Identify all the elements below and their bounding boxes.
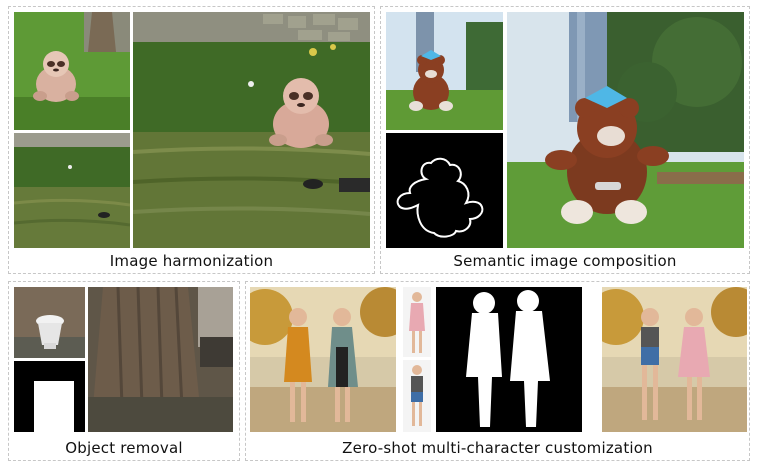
panel-object-removal: Object removal: [8, 281, 240, 461]
teddy-bear-icon: [545, 86, 669, 224]
panel-semantic-image-composition: Semantic image composition: [380, 6, 750, 274]
composition-object-image: [386, 12, 503, 130]
teddy-bear-icon: [409, 50, 453, 111]
customization-result-image: [602, 287, 747, 432]
removal-result-image: [88, 287, 233, 432]
caption-multi-character-customization: Zero-shot multi-character customization: [342, 439, 653, 457]
caption-image-harmonization: Image harmonization: [109, 252, 274, 270]
sloth-plush-icon: [33, 51, 79, 102]
sloth-plush-icon: [269, 78, 333, 148]
customization-reference-1: [403, 287, 431, 357]
caption-semantic-image-composition: Semantic image composition: [453, 252, 677, 270]
panel-multi-character-customization: Zero-shot multi-character customization: [245, 281, 750, 461]
customization-mask-image: [436, 287, 582, 432]
harmonization-reference-image: [14, 12, 130, 130]
composition-mask-image: [386, 133, 503, 248]
panel-image-harmonization: Image harmonization: [8, 6, 375, 274]
woman-figure-icon: [328, 308, 358, 422]
removal-input-image: [14, 287, 85, 358]
woman-figure-icon: [678, 308, 710, 420]
woman-figure-icon: [641, 308, 659, 420]
harmonization-background-image: [14, 133, 130, 248]
customization-reference-2: [403, 360, 431, 432]
toilet-icon: [36, 315, 64, 349]
woman-figure-icon: [284, 308, 312, 422]
removal-mask-image: [14, 361, 85, 432]
customization-source-image: [250, 287, 396, 432]
harmonization-result-image: [133, 12, 370, 248]
caption-object-removal: Object removal: [65, 439, 183, 457]
composition-result-image: [507, 12, 744, 248]
